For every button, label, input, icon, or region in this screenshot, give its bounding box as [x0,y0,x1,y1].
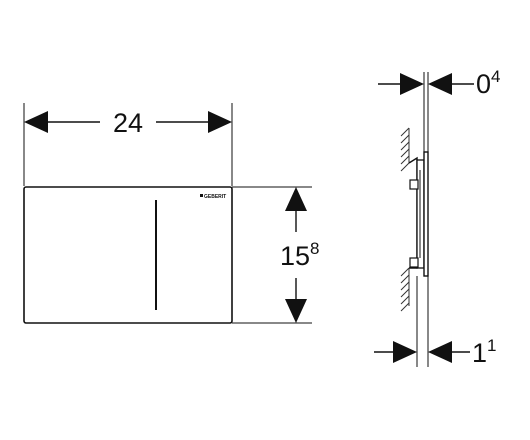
height-arrowhead-bottom [285,299,307,323]
width-label: 24 [113,108,143,138]
height-arrowhead-top [285,187,307,211]
depth-dimension: 11 [374,276,497,368]
gap-arrowhead-left [400,73,424,95]
gap-label: 04 [476,67,501,99]
height-label: 158 [280,239,320,271]
brand-logo-mark [200,194,203,197]
wall-surface [408,156,418,269]
depth-label: 11 [472,336,497,368]
gap-dimension: 04 [378,67,501,152]
height-dimension: 158 [280,187,320,323]
gap-arrowhead-right [428,73,452,95]
brand-logo: GEBERIT [204,194,226,200]
mounting-clip-bottom [409,257,419,268]
depth-arrowhead-left [393,341,417,363]
width-arrowhead-right [208,111,232,133]
plate-side-profile [423,151,429,277]
side-view: 04 [374,67,501,368]
flush-plate [23,186,233,324]
width-arrowhead-left [24,111,48,133]
width-dimension: 24 [24,108,232,138]
depth-arrowhead-right [428,341,452,363]
front-view: 24 GEBERIT 158 [23,103,320,324]
mounting-clip-top [409,179,419,190]
wall-hatch-bottom [400,267,410,312]
wall-hatch-top [400,127,410,172]
